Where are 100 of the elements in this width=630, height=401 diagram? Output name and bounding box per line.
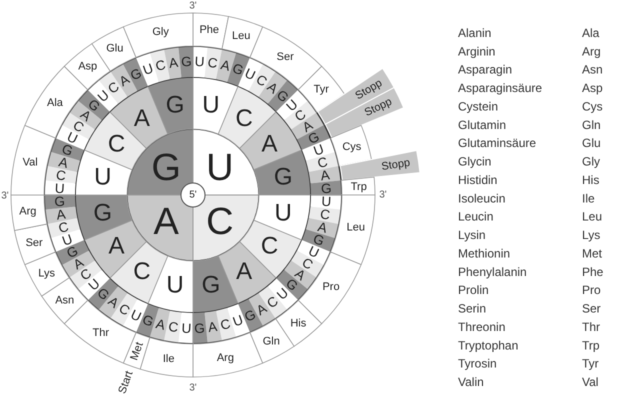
amino-acid-name: Glycin <box>458 154 492 169</box>
amino-acid-name: Tryptophan <box>458 338 518 352</box>
amino-acid-abbreviation: Ala <box>582 26 600 40</box>
base-letter: G <box>93 199 112 226</box>
amino-acid-abbreviation: Gln <box>582 118 601 132</box>
amino-acid-label: Thr <box>92 327 110 340</box>
amino-acid-name: Isoleucin <box>458 191 506 206</box>
amino-acid-label: Glu <box>106 42 124 55</box>
base-letter: U <box>140 60 156 78</box>
base-letter: A <box>108 232 124 260</box>
base-letter: A <box>153 200 179 243</box>
base-letter: U <box>94 164 112 191</box>
base-letter: C <box>108 130 126 158</box>
amino-acid-name: Prolin <box>458 283 489 298</box>
amino-acid-label: Arg <box>19 205 36 218</box>
amino-acid-abbreviation: Met <box>582 246 602 260</box>
amino-acid-label: Val <box>22 156 38 169</box>
amino-acid-label: Met <box>128 340 146 362</box>
base-letter: C <box>206 54 219 72</box>
base-letter: U <box>181 320 192 336</box>
amino-acid-label: Phe <box>199 24 220 36</box>
amino-acid-name: Arginin <box>458 44 496 58</box>
amino-acid-label: Asn <box>55 294 74 306</box>
base-letter: G <box>320 180 332 196</box>
base-letter: A <box>236 258 252 285</box>
amino-acid-abbreviation: His <box>582 172 600 187</box>
amino-acid-name: Cystein <box>458 99 498 114</box>
amino-acid-abbreviation: Glu <box>582 136 601 150</box>
amino-acid-abbreviation: Val <box>582 375 598 390</box>
base-letter: C <box>235 105 253 132</box>
amino-acid-abbreviation: Gly <box>582 154 600 169</box>
amino-acid-name: Valin <box>458 375 484 390</box>
base-letter: G <box>202 272 220 299</box>
base-letter: G <box>194 320 206 336</box>
start-codon-label: Start <box>116 369 136 396</box>
base-letter: A <box>207 318 218 336</box>
amino-acid-label: Arg <box>216 352 234 364</box>
base-letter: U <box>274 199 292 226</box>
amino-acid-name: Alanin <box>458 26 492 40</box>
amino-acid-name: Methionin <box>458 246 510 260</box>
amino-acid-name: Histidin <box>458 172 498 187</box>
amino-acid-label: Lys <box>38 267 55 280</box>
amino-acid-abbreviation: Asp <box>582 81 603 96</box>
amino-acid-abbreviation: Phe <box>582 264 604 279</box>
base-letter: A <box>116 72 132 90</box>
base-letter: U <box>202 91 220 118</box>
base-letter: G <box>180 54 192 70</box>
amino-acid-label: Leu <box>232 30 250 42</box>
stop-label: Stopp <box>380 156 411 173</box>
amino-acid-name: Leucin <box>458 210 494 224</box>
base-letter: A <box>219 57 232 74</box>
strand-end-label: 5' <box>189 190 197 200</box>
amino-acid-name: Threonin <box>458 320 506 334</box>
base-letter: U <box>206 147 234 190</box>
amino-acid-label: Ser <box>276 50 294 63</box>
amino-acid-label: Ile <box>162 353 174 366</box>
amino-acid-name: Glutamin <box>458 118 506 132</box>
amino-acid-abbreviation: Trp <box>582 338 600 352</box>
base-letter: G <box>151 147 181 190</box>
base-letter: A <box>262 130 278 158</box>
amino-acid-name: Serin <box>458 302 486 316</box>
base-letter: G <box>54 194 66 210</box>
amino-acid-abbreviation: Ile <box>582 191 595 206</box>
amino-acid-segment <box>41 277 88 324</box>
amino-acid-abbreviation: Asn <box>582 62 603 77</box>
amino-acid-abbreviation: Pro <box>582 283 601 298</box>
base-letter: U <box>194 54 205 70</box>
amino-acid-abbreviation: Ser <box>582 302 601 316</box>
amino-acid-abbreviation: Leu <box>582 210 602 224</box>
amino-acid-name: Phenylalanin <box>458 264 527 279</box>
strand-end-label: 3' <box>1 190 9 202</box>
base-letter: A <box>154 316 167 333</box>
amino-acid-name: Lysin <box>458 228 486 242</box>
base-letter: C <box>133 258 151 285</box>
amino-acid-segment <box>24 252 70 296</box>
amino-acid-label: Gly <box>152 26 169 38</box>
amino-acid-label: Gln <box>262 335 280 348</box>
amino-acid-label: Ser <box>26 237 43 250</box>
strand-end-label: 3' <box>189 0 197 12</box>
base-letter: C <box>154 57 168 74</box>
amino-acid-label: Tyr <box>314 84 329 96</box>
amino-acid-name: Tyrosin <box>458 356 497 371</box>
amino-acid-abbreviation: Cys <box>582 99 603 114</box>
base-letter: C <box>218 316 232 333</box>
base-letter: A <box>134 105 150 132</box>
amino-acid-abbreviation: Tyr <box>582 356 599 371</box>
base-letter: A <box>168 54 179 72</box>
amino-acid-label: Asp <box>78 60 98 73</box>
amino-acid-segment <box>10 194 48 231</box>
strand-end-label: 3' <box>189 382 197 394</box>
amino-acid-label: His <box>290 317 306 330</box>
amino-acid-abbreviation: Thr <box>582 320 600 334</box>
amino-acid-name: Asparagin <box>458 62 512 77</box>
base-letter: G <box>166 91 184 118</box>
base-letter: G <box>274 164 293 191</box>
amino-acid-label: Cys <box>342 140 362 153</box>
amino-acid-label: Trp <box>350 180 367 193</box>
strand-end-label: 3' <box>379 190 387 200</box>
amino-acid-abbreviation: Lys <box>582 228 600 242</box>
amino-acid-label: Leu <box>346 221 365 234</box>
